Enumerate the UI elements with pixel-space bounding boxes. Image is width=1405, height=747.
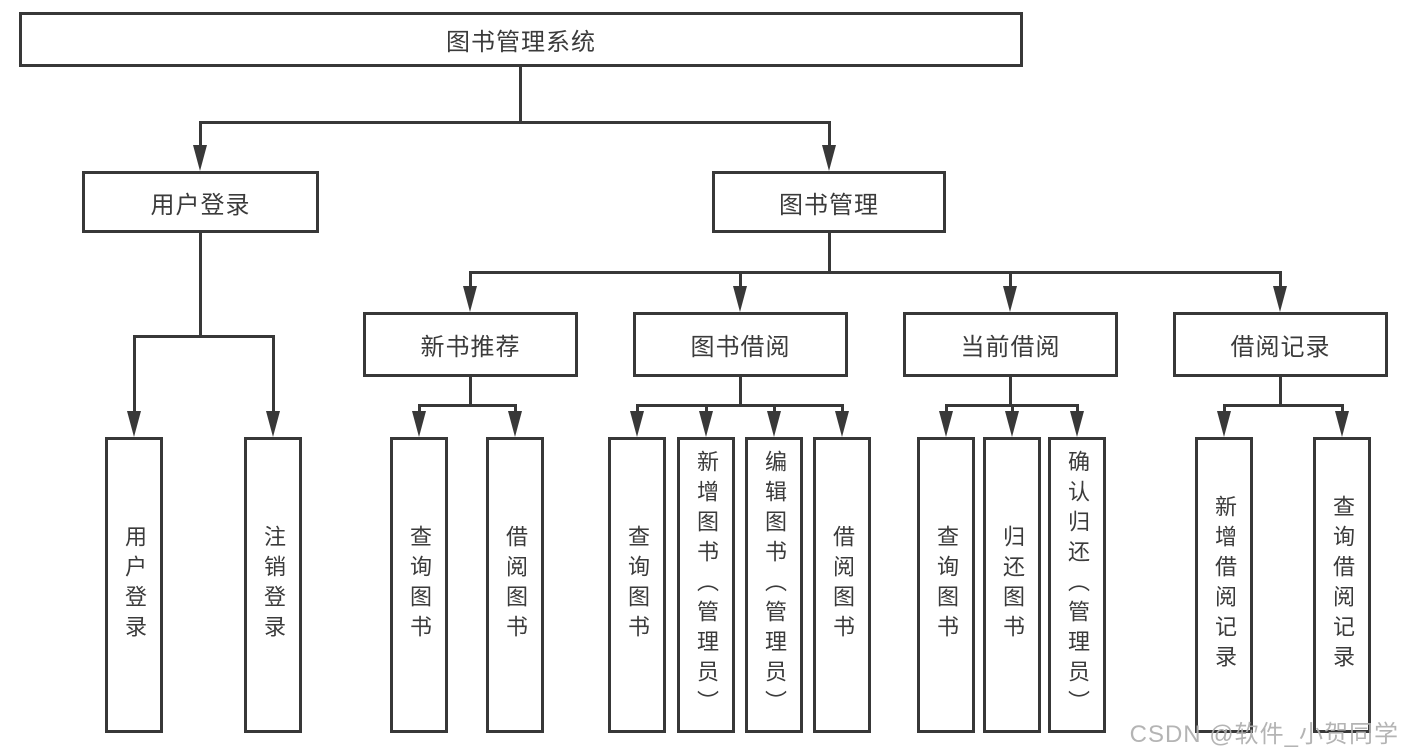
leaf-label: 编辑图书（管理员） — [762, 450, 787, 720]
leaf-user-login: 用户登录 — [105, 437, 163, 733]
arrow-down-icon — [412, 411, 426, 437]
leaf-query-books-recommend: 查询图书 — [390, 437, 448, 733]
arrow-down-icon — [463, 286, 477, 312]
node-user-login-label: 用户登录 — [150, 191, 251, 219]
leaf-label: 新增图书（管理员） — [694, 450, 719, 720]
leaf-label: 归还图书 — [1000, 525, 1025, 645]
connector-root-stub — [519, 67, 522, 122]
connector-book-mgmt-split — [469, 271, 1282, 274]
arrow-down-icon — [822, 145, 836, 171]
connector-borrow-record-branch — [1223, 404, 1226, 413]
node-root-label: 图书管理系统 — [446, 29, 596, 56]
connector-book-mgmt-stub — [828, 233, 831, 274]
connector-current-borrow-branch — [945, 404, 948, 413]
connector-user-login-split — [133, 335, 275, 338]
connector-book-borrow-branch — [636, 404, 639, 413]
arrow-down-icon — [733, 286, 747, 312]
arrow-down-icon — [1070, 411, 1084, 437]
node-new-book-recommend: 新书推荐 — [363, 312, 578, 377]
arrow-down-icon — [1273, 286, 1287, 312]
leaf-return-books: 归还图书 — [983, 437, 1041, 733]
leaf-label: 确认归还（管理员） — [1065, 450, 1090, 720]
connector-current-borrow-stub — [1009, 377, 1012, 406]
arrow-down-icon — [1335, 411, 1349, 437]
node-current-borrow-label: 当前借阅 — [960, 334, 1061, 361]
connector-new-book-branch — [418, 404, 421, 413]
connector-new-book-split — [418, 404, 517, 407]
leaf-query-books-current: 查询图书 — [917, 437, 975, 733]
arrow-down-icon — [193, 145, 207, 171]
watermark: CSDN @软件_小贺同学 — [1129, 721, 1399, 747]
connector-book-borrow-branch — [773, 404, 776, 413]
arrow-down-icon — [1003, 286, 1017, 312]
connector-book-borrow-stub — [739, 377, 742, 406]
node-borrow-record-label: 借阅记录 — [1230, 334, 1331, 361]
arrow-down-icon — [767, 411, 781, 437]
arrow-down-icon — [127, 411, 141, 437]
node-borrow-record: 借阅记录 — [1173, 312, 1388, 377]
leaf-query-borrow-record: 查询借阅记录 — [1313, 437, 1371, 733]
connector-book-borrow-branch — [705, 404, 708, 413]
node-book-borrow-label: 图书借阅 — [690, 334, 791, 361]
arrow-down-icon — [835, 411, 849, 437]
connector-book-borrow-branch — [841, 404, 844, 413]
connector-borrow-record-branch — [1341, 404, 1344, 413]
arrow-down-icon — [1217, 411, 1231, 437]
connector-user-login-stub — [199, 233, 202, 337]
node-root: 图书管理系统 — [19, 12, 1023, 67]
connector-book-borrow-split — [636, 404, 844, 407]
connector-root-branch-right — [828, 121, 831, 146]
leaf-borrow-books-recommend: 借阅图书 — [486, 437, 544, 733]
arrow-down-icon — [630, 411, 644, 437]
node-user-login: 用户登录 — [82, 171, 319, 233]
connector-root-split — [199, 121, 831, 124]
leaf-edit-books-admin: 编辑图书（管理员） — [745, 437, 803, 733]
leaf-add-borrow-record: 新增借阅记录 — [1195, 437, 1253, 733]
leaf-label: 查询图书 — [934, 525, 959, 645]
connector-book-mgmt-branch — [469, 271, 472, 287]
connector-current-borrow-branch — [1011, 404, 1014, 413]
leaf-confirm-return-admin: 确认归还（管理员） — [1048, 437, 1106, 733]
connector-user-login-branch — [133, 335, 136, 413]
leaf-label: 注销登录 — [261, 525, 286, 645]
connector-new-book-branch — [514, 404, 517, 413]
leaf-label: 查询图书 — [625, 525, 650, 645]
leaf-label: 用户登录 — [122, 525, 147, 645]
connector-book-mgmt-branch — [739, 271, 742, 287]
leaf-label: 查询借阅记录 — [1330, 495, 1355, 675]
connector-book-mgmt-branch — [1009, 271, 1012, 287]
connector-user-login-branch — [272, 335, 275, 413]
connector-borrow-record-split — [1223, 404, 1344, 407]
leaf-logout: 注销登录 — [244, 437, 302, 733]
arrow-down-icon — [1005, 411, 1019, 437]
arrow-down-icon — [939, 411, 953, 437]
connector-new-book-stub — [469, 377, 472, 406]
arrow-down-icon — [699, 411, 713, 437]
node-current-borrow: 当前借阅 — [903, 312, 1118, 377]
arrow-down-icon — [266, 411, 280, 437]
node-book-management-label: 图书管理 — [779, 191, 879, 219]
leaf-label: 查询图书 — [407, 525, 432, 645]
node-book-management: 图书管理 — [712, 171, 946, 233]
connector-current-borrow-branch — [1076, 404, 1079, 413]
leaf-label: 新增借阅记录 — [1212, 495, 1237, 675]
node-book-borrow: 图书借阅 — [633, 312, 848, 377]
leaf-add-books-admin: 新增图书（管理员） — [677, 437, 735, 733]
node-new-book-recommend-label: 新书推荐 — [420, 334, 521, 361]
connector-root-branch-left — [199, 121, 202, 146]
connector-borrow-record-stub — [1279, 377, 1282, 406]
leaf-query-books-borrow: 查询图书 — [608, 437, 666, 733]
connector-book-mgmt-branch — [1279, 271, 1282, 287]
arrow-down-icon — [508, 411, 522, 437]
leaf-label: 借阅图书 — [830, 525, 855, 645]
leaf-borrow-books: 借阅图书 — [813, 437, 871, 733]
leaf-label: 借阅图书 — [503, 525, 528, 645]
